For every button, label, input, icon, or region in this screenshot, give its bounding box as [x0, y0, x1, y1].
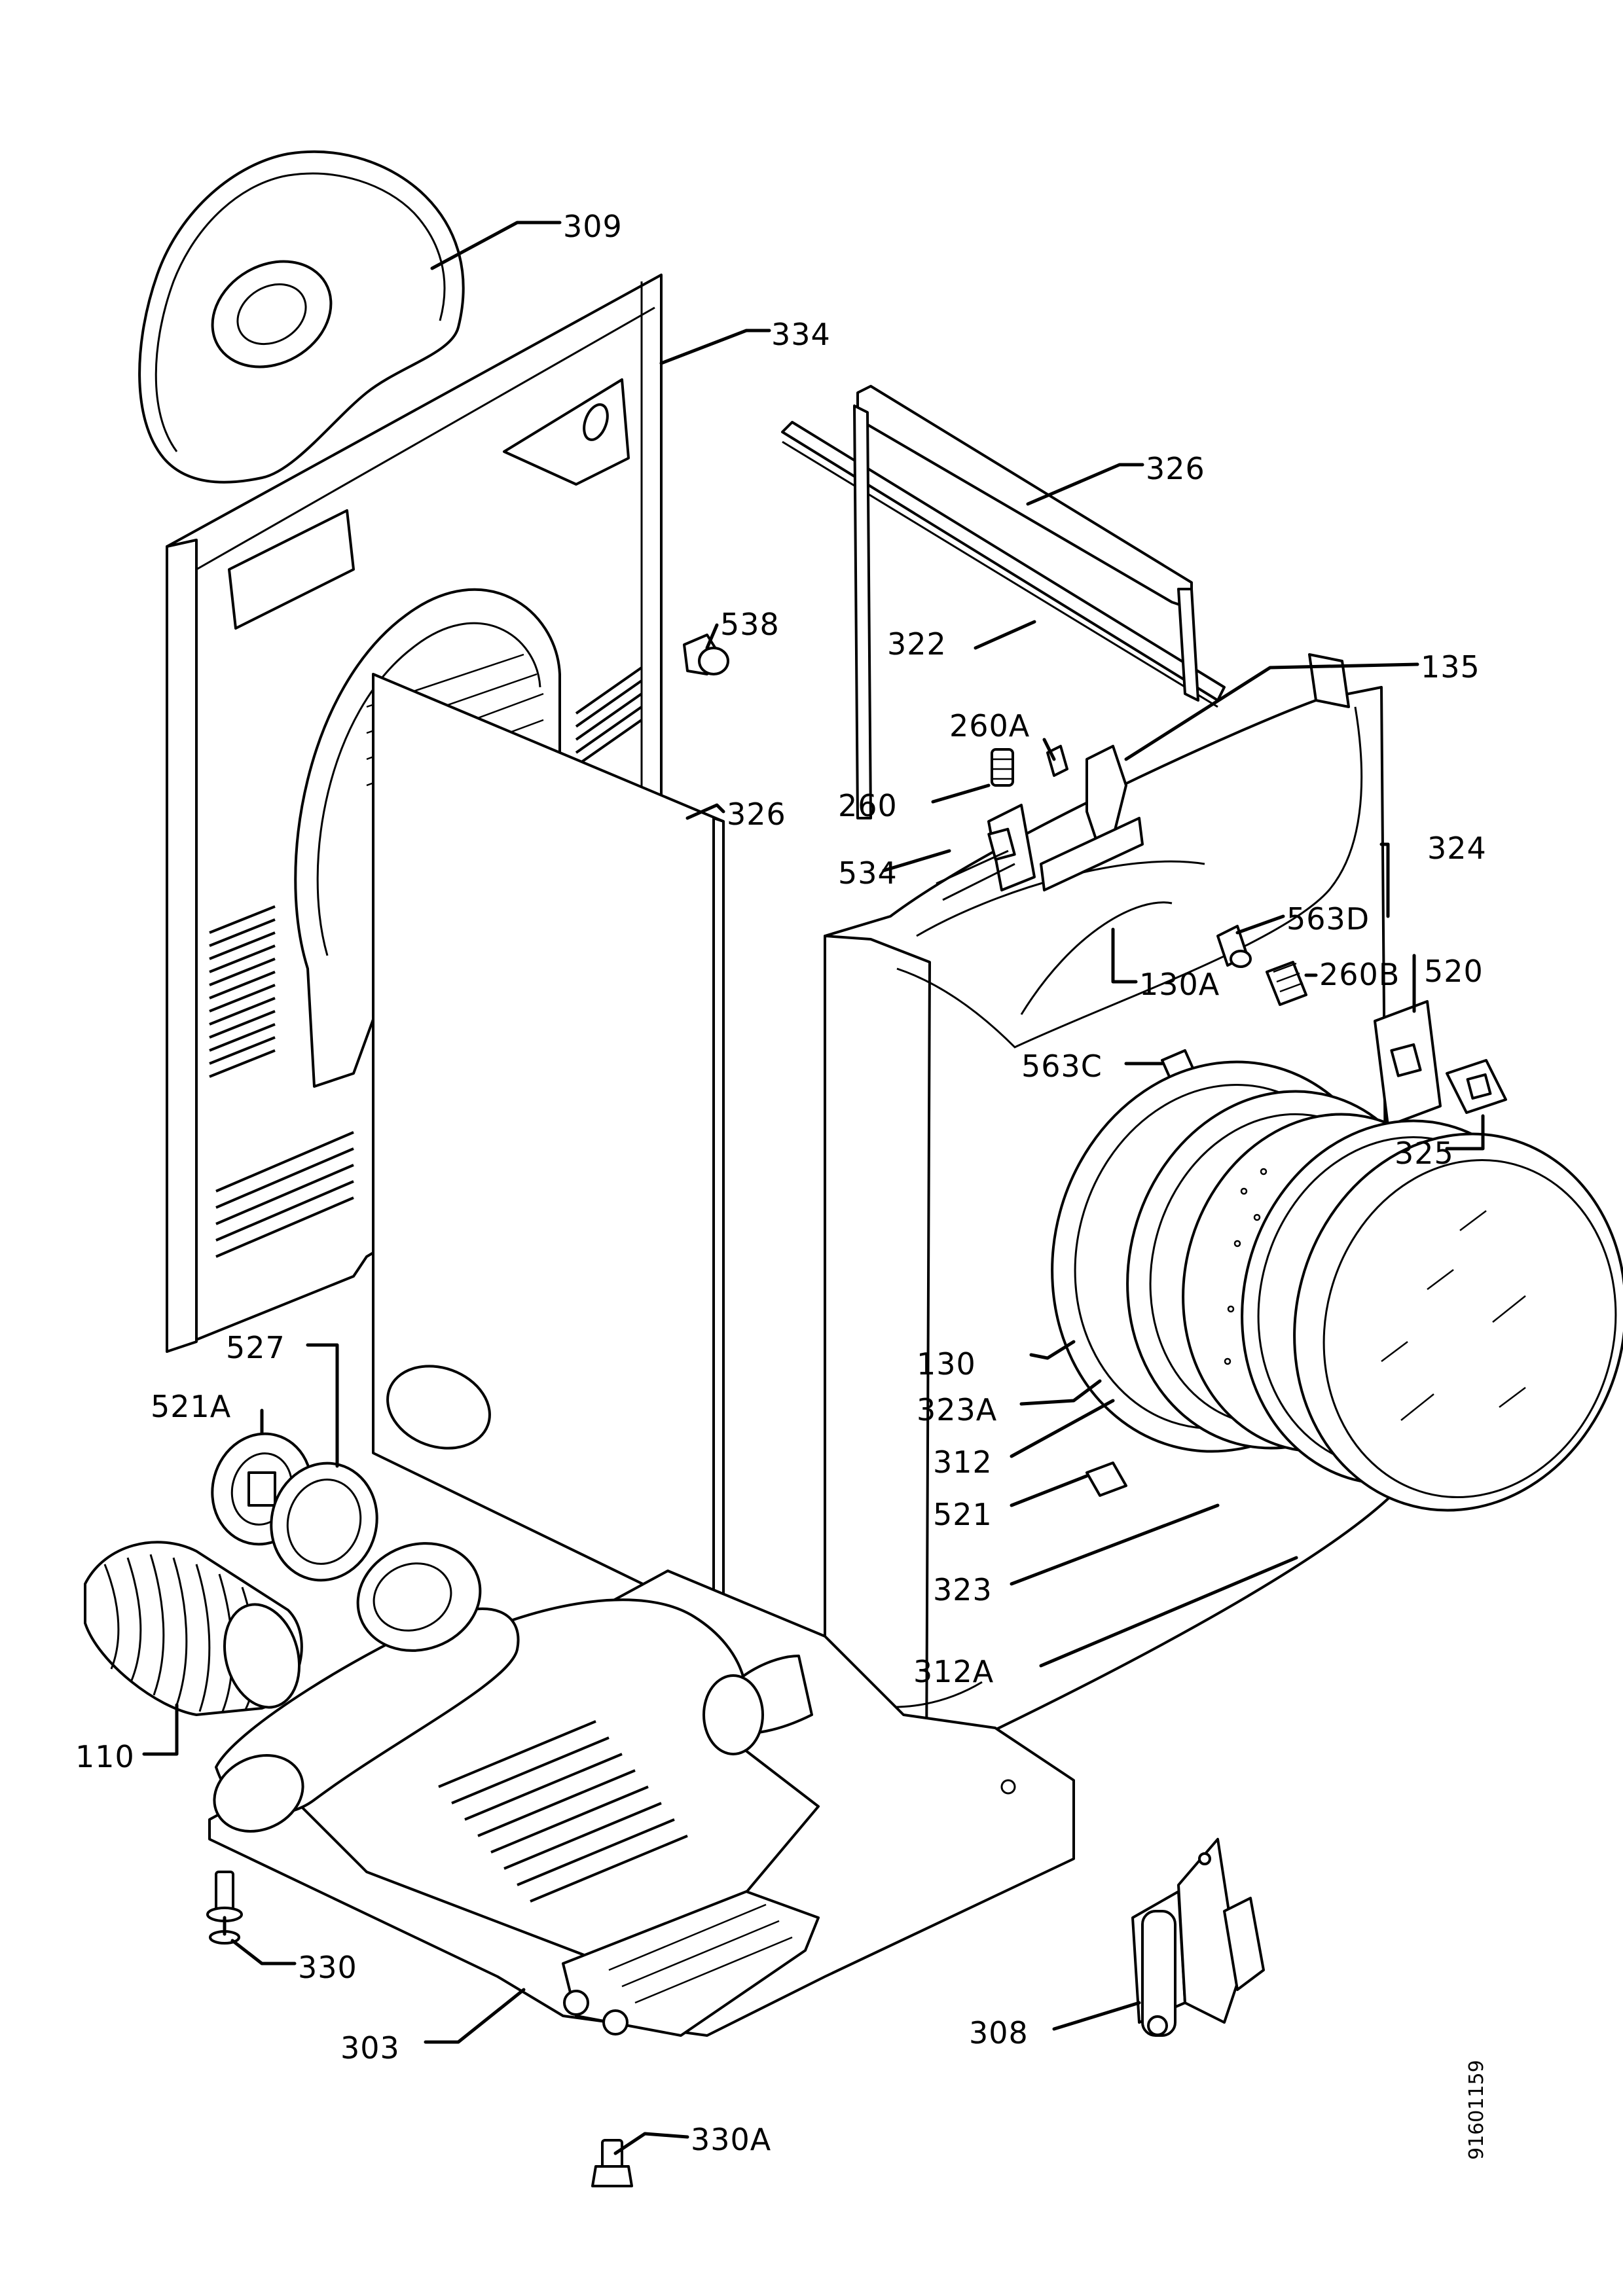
- part-521-small-clip: [1085, 1462, 1127, 1497]
- duct-elbow: [356, 1542, 482, 1652]
- label-334: 334: [771, 317, 831, 352]
- rear-panel-vents-lower: [215, 1131, 354, 1258]
- label-563d: 563D: [1286, 901, 1370, 937]
- label-323: 323: [933, 1572, 993, 1607]
- part-308-hinge: [1131, 1838, 1265, 2037]
- part-520-door-catch: [1374, 1000, 1442, 1127]
- label-326-side: 326: [727, 797, 786, 832]
- label-325: 325: [1395, 1136, 1454, 1171]
- label-330a: 330A: [691, 2122, 771, 2157]
- leader-lines: [142, 221, 1485, 2155]
- part-527-ring: [270, 1462, 378, 1582]
- part-330-foot: [206, 1871, 243, 1945]
- label-324: 324: [1427, 831, 1487, 866]
- label-135: 135: [1421, 649, 1480, 685]
- part-325-latch: [1446, 1059, 1507, 1114]
- part-326-side-panel-left: [372, 673, 725, 1624]
- label-308: 308: [969, 2015, 1029, 2051]
- part-563d-bush: [1216, 925, 1252, 968]
- label-260a: 260A: [949, 708, 1030, 744]
- label-260b: 260B: [1319, 957, 1400, 992]
- label-538: 538: [720, 607, 780, 642]
- part-538-plug: [683, 634, 729, 675]
- label-110: 110: [75, 1739, 135, 1774]
- label-534: 534: [838, 855, 898, 891]
- label-312a: 312A: [913, 1654, 994, 1689]
- label-309: 309: [563, 209, 623, 244]
- label-303: 303: [340, 2030, 400, 2066]
- label-130a: 130A: [1139, 967, 1220, 1002]
- label-527: 527: [226, 1330, 285, 1365]
- part-312a-outer-door: [1293, 1132, 1623, 1512]
- label-521a: 521A: [151, 1389, 231, 1424]
- label-520: 520: [1424, 954, 1484, 989]
- part-534-switch: [936, 804, 1036, 901]
- label-312: 312: [933, 1444, 993, 1480]
- label-260: 260: [838, 788, 898, 823]
- part-260-spring: [991, 748, 1014, 787]
- label-322: 322: [887, 626, 947, 662]
- part-135-door-switch-plate: [1040, 745, 1144, 891]
- label-521: 521: [933, 1497, 993, 1532]
- part-110-flex-hose: [84, 1541, 303, 1716]
- rear-panel-vents-left: [209, 905, 276, 1078]
- part-309-rear-cover: [138, 150, 465, 484]
- label-330: 330: [298, 1950, 357, 1985]
- rear-panel-vents-right: [575, 666, 643, 767]
- label-326-top: 326: [1146, 451, 1205, 486]
- part-labels: 309 334 326 538 322 135 260A 260 326 534…: [75, 209, 1488, 2160]
- diagram-reference-number: 91601159: [1465, 2060, 1488, 2160]
- base-vents: [438, 1720, 688, 1903]
- part-330a-foot: [591, 2139, 633, 2187]
- part-326-top-frame: [853, 385, 1199, 819]
- part-303-base: [208, 1570, 1075, 2037]
- label-323a: 323A: [917, 1392, 997, 1427]
- label-130: 130: [917, 1346, 976, 1382]
- label-563c: 563C: [1021, 1049, 1103, 1084]
- part-260b-spring: [1266, 961, 1307, 1006]
